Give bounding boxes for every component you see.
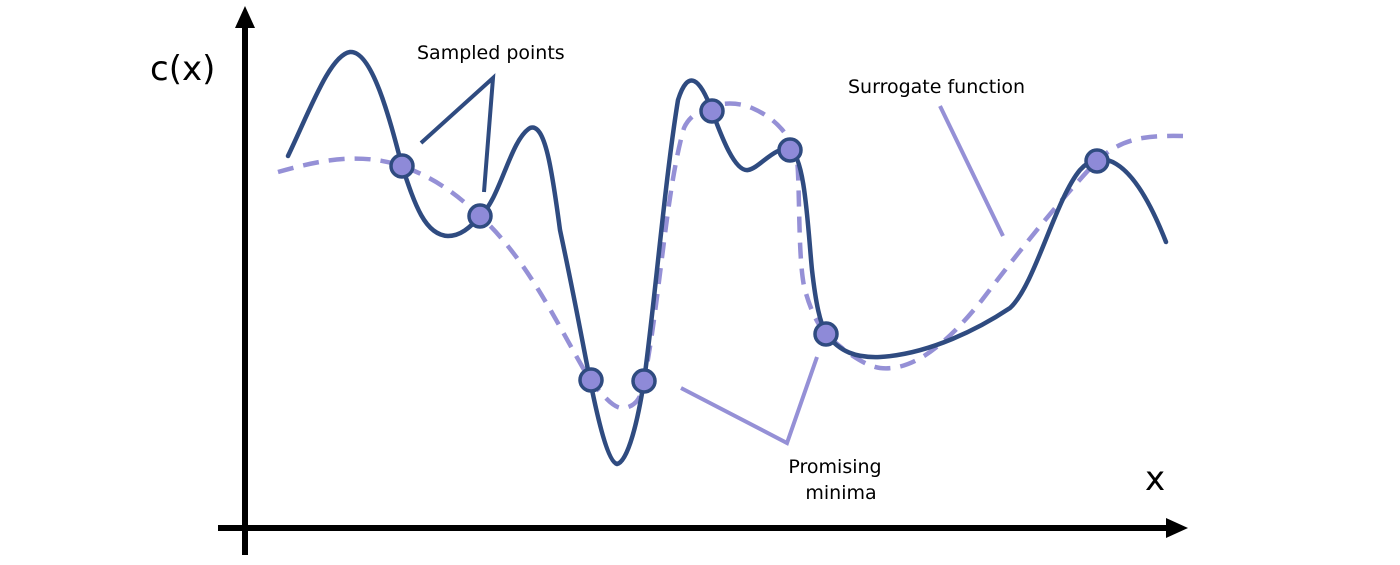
sampled-point — [813, 321, 839, 347]
sampled-point — [777, 137, 803, 163]
promising-minima-label-line2: minima — [805, 482, 876, 504]
promising-minima-pointer — [680, 356, 819, 446]
y-axis-arrow — [235, 6, 255, 28]
sampled-points-pointer — [419, 73, 496, 193]
y-axis-label: c(x) — [150, 49, 215, 89]
surrogate-function-pointer — [938, 105, 1005, 237]
x-axis-label: x — [1145, 459, 1165, 499]
sampled-point — [631, 368, 657, 394]
sampled-points — [389, 98, 1110, 394]
sampled-point — [1084, 148, 1110, 174]
surrogate-function-label: Surrogate function — [848, 76, 1025, 98]
sampled-point — [389, 153, 415, 179]
sampled-point — [578, 367, 604, 393]
sampled-point — [467, 203, 493, 229]
surrogate-curve — [277, 101, 1184, 411]
true-function-curve — [285, 49, 1169, 467]
sampled-point — [699, 98, 725, 124]
sampled-points-label: Sampled points — [417, 42, 565, 64]
x-axis-arrow — [1166, 518, 1188, 538]
promising-minima-label-line1: Promising — [788, 456, 881, 478]
